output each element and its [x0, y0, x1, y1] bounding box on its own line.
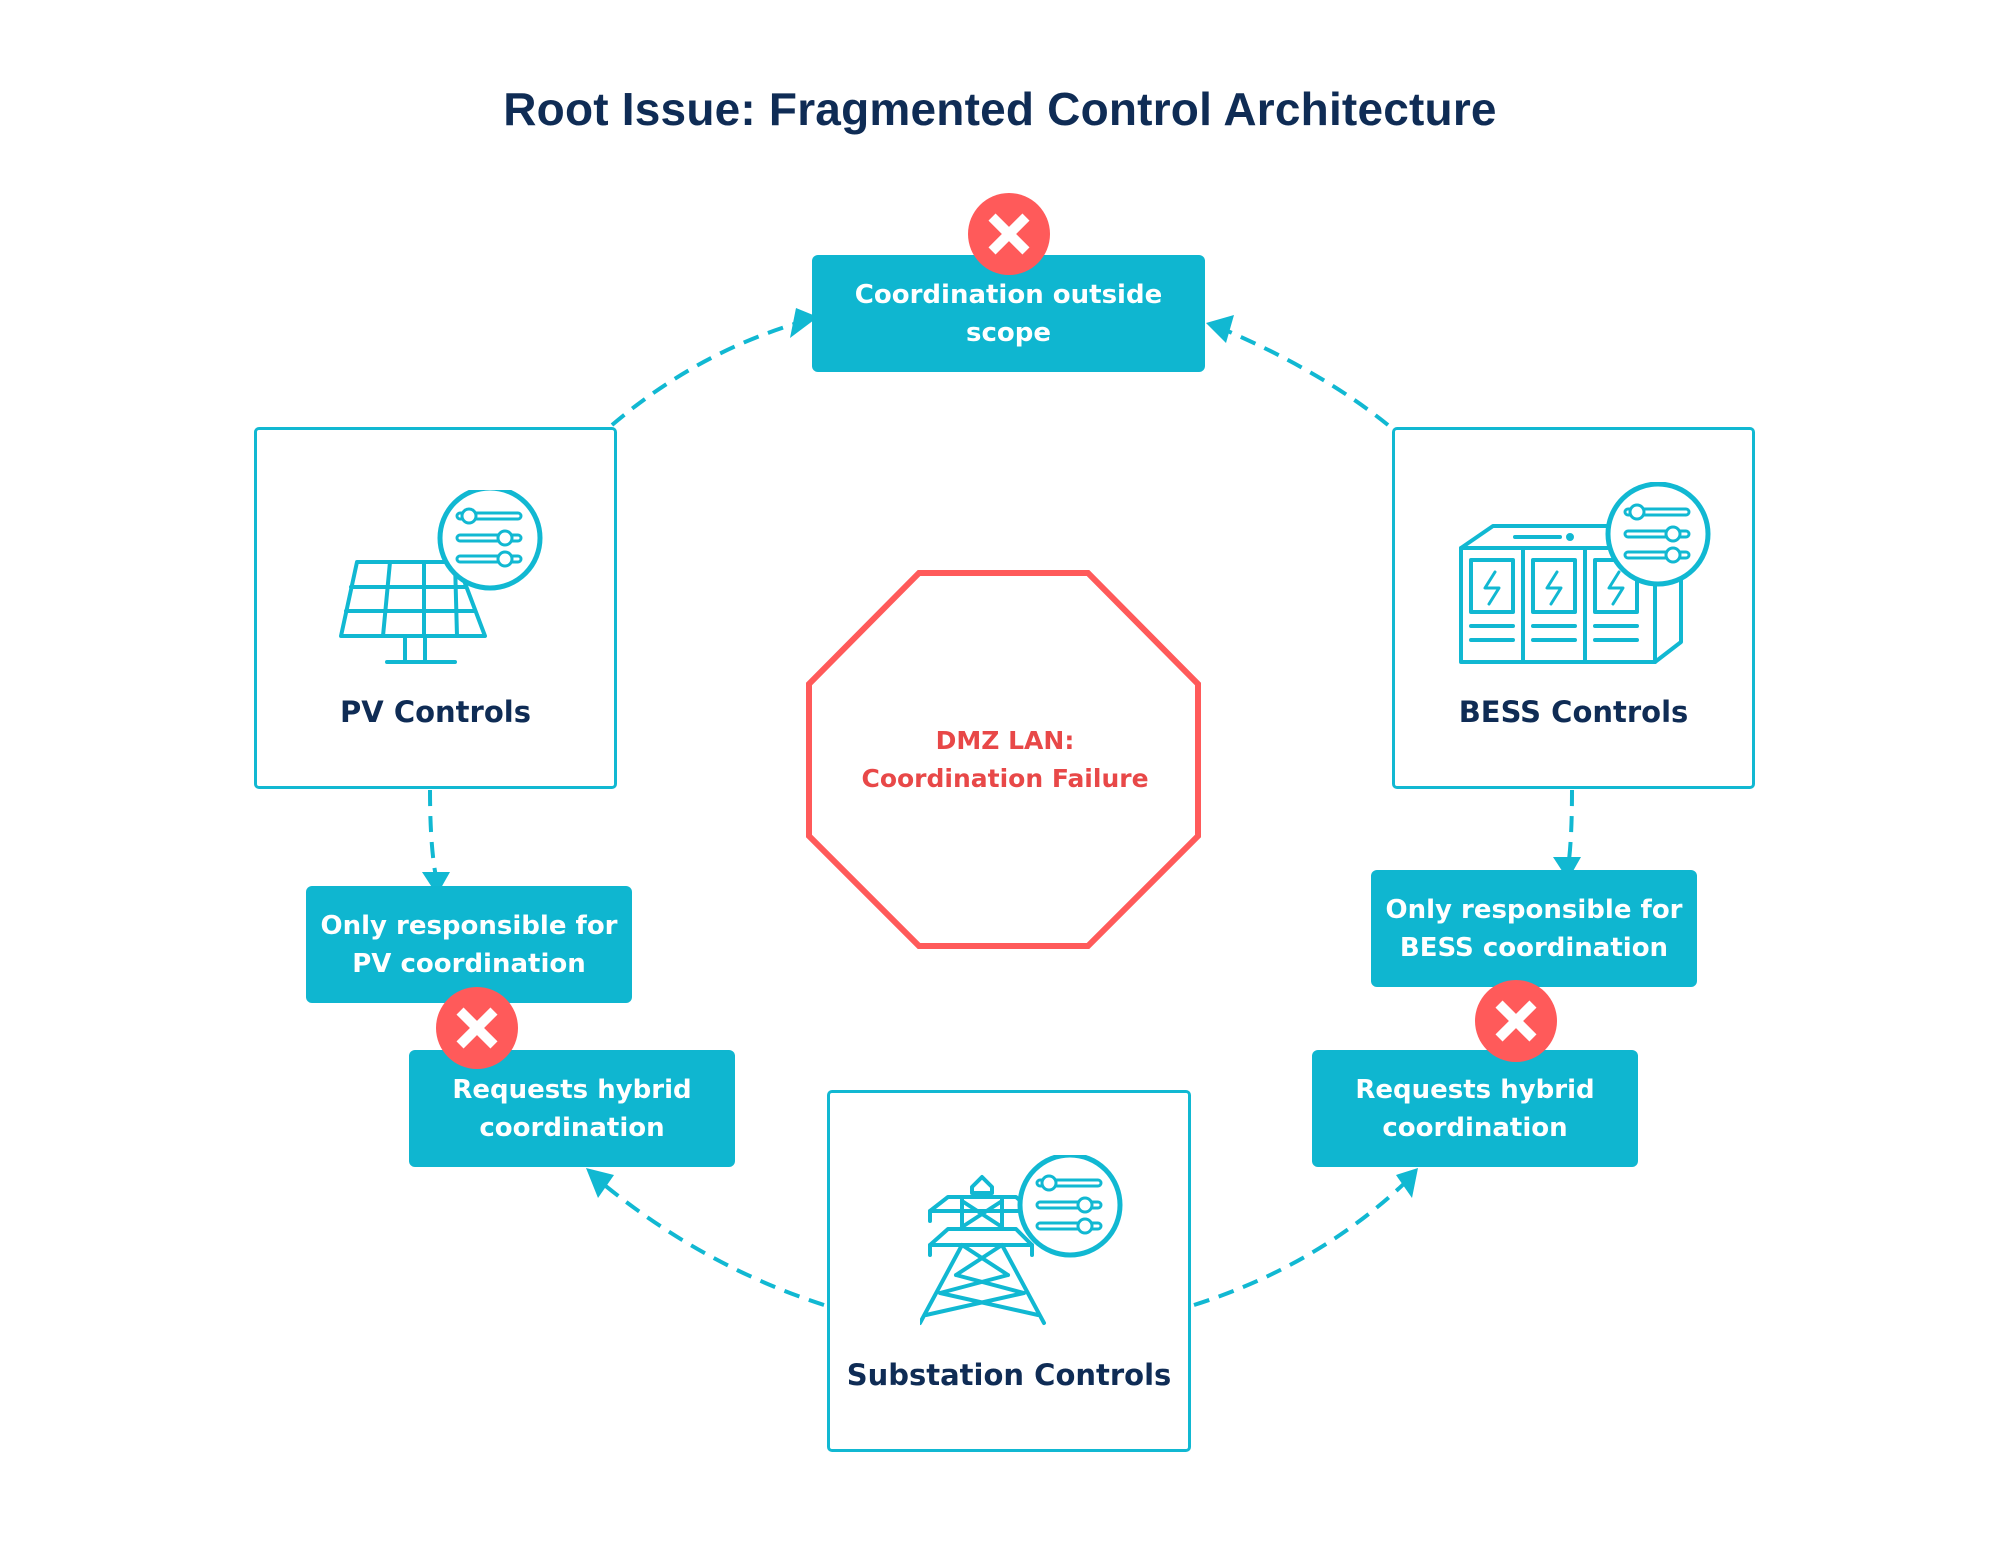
center-octagon-outline: [806, 570, 1201, 949]
note-bess-scope[interactable]: Only responsible for BESS coordination: [1371, 870, 1697, 987]
battery-storage-with-sliders-icon: [1459, 482, 1711, 664]
connector-substation-to-bess-request: [1193, 1176, 1412, 1307]
note-pv-requests-hybrid[interactable]: Requests hybrid coordination: [409, 1050, 735, 1167]
arrowhead: [422, 872, 450, 895]
x-icon: [436, 987, 518, 1069]
connector-substation-to-pv-request: [594, 1176, 825, 1307]
dmz-lan-title: DMZ LAN:: [935, 726, 1075, 755]
connector-bess-to-top: [1215, 324, 1390, 427]
note-pv-scope[interactable]: Only responsible for PV coordination: [306, 886, 632, 1003]
diagram-title: Root Issue: Fragmented Control Architect…: [503, 83, 1497, 135]
transmission-tower-with-sliders-icon: [920, 1155, 1123, 1325]
substation-controls-node[interactable]: Substation Controls: [827, 1090, 1191, 1452]
bess-controls-label: BESS Controls: [1458, 695, 1689, 729]
arrowhead: [790, 308, 818, 338]
arrowhead: [1396, 1168, 1418, 1198]
substation-controls-label: Substation Controls: [846, 1358, 1172, 1392]
arrowhead: [586, 1168, 614, 1198]
x-icon: [968, 193, 1050, 275]
x-icon: [1475, 980, 1557, 1062]
dmz-lan-failure-label: DMZ LAN: Coordination Failure: [810, 722, 1200, 798]
connector-pv-to-top: [610, 318, 809, 427]
connector-bess-to-scope: [1566, 789, 1574, 869]
arrowhead: [1553, 857, 1581, 880]
pv-controls-node[interactable]: PV Controls: [254, 427, 617, 789]
coordination-failure-text: Coordination Failure: [861, 764, 1149, 793]
note-bess-requests-hybrid[interactable]: Requests hybrid coordination: [1312, 1050, 1638, 1167]
solar-panel-with-sliders-icon: [339, 490, 543, 664]
connector-pv-to-scope: [428, 789, 439, 883]
bess-controls-node[interactable]: BESS Controls: [1392, 427, 1755, 789]
arrowhead: [1206, 315, 1234, 343]
pv-controls-label: PV Controls: [340, 695, 531, 729]
